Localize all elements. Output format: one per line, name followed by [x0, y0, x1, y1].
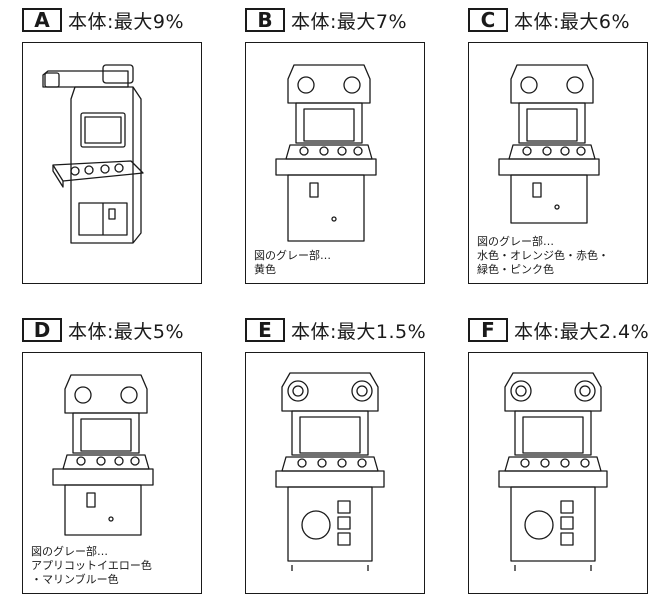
panel-caption: 本体:最大9%: [68, 10, 185, 33]
panel-letter: A: [22, 8, 62, 32]
arcade-cabinet-illustration: [275, 372, 385, 571]
arcade-cabinet-illustration: [275, 64, 377, 242]
note-line: 緑色・ピンク色: [477, 263, 554, 276]
panel-caption: 本体:最大7%: [291, 10, 408, 33]
panel-frame: 図のグレー部… 水色・オレンジ色・赤色・ 緑色・ピンク色: [468, 42, 648, 284]
panel-letter: D: [22, 318, 62, 342]
panel-note: 図のグレー部… 水色・オレンジ色・赤色・ 緑色・ピンク色: [477, 235, 609, 277]
panel-caption: 本体:最大2.4%: [514, 320, 650, 343]
note-line: アプリコットイエロー色: [31, 559, 152, 572]
panel-frame: 図のグレー部… 黄色: [245, 42, 425, 284]
arcade-cabinet-illustration: [52, 374, 154, 536]
panel-caption: 本体:最大5%: [68, 320, 185, 343]
panel-letter: B: [245, 8, 285, 32]
arcade-cabinet-illustration: [42, 64, 144, 244]
panel-frame: [245, 352, 425, 594]
panel-caption: 本体:最大6%: [514, 10, 631, 33]
panel-frame: [22, 42, 202, 284]
panel-note: 図のグレー部… アプリコットイエロー色 ・マリンブルー色: [31, 545, 152, 587]
note-line: 水色・オレンジ色・赤色・: [477, 249, 609, 262]
note-line: 図のグレー部…: [477, 235, 554, 248]
note-line: 黄色: [254, 263, 276, 276]
panel-caption: 本体:最大1.5%: [291, 320, 427, 343]
panel-header: D 本体:最大5%: [22, 316, 184, 344]
note-line: 図のグレー部…: [254, 249, 331, 262]
panel-header: C 本体:最大6%: [468, 6, 630, 34]
panel-header: F 本体:最大2.4%: [468, 316, 649, 344]
arcade-cabinet-illustration: [498, 64, 600, 224]
panel-header: B 本体:最大7%: [245, 6, 407, 34]
panel-note: 図のグレー部… 黄色: [254, 249, 331, 277]
panel-header: E 本体:最大1.5%: [245, 316, 426, 344]
panel-frame: 図のグレー部… アプリコットイエロー色 ・マリンブルー色: [22, 352, 202, 594]
note-line: 図のグレー部…: [31, 545, 108, 558]
panel-frame: [468, 352, 648, 594]
note-line: ・マリンブルー色: [31, 573, 119, 586]
panel-header: A 本体:最大9%: [22, 6, 184, 34]
panel-letter: E: [245, 318, 285, 342]
arcade-cabinet-illustration: [498, 372, 608, 571]
panel-letter: C: [468, 8, 508, 32]
panel-letter: F: [468, 318, 508, 342]
